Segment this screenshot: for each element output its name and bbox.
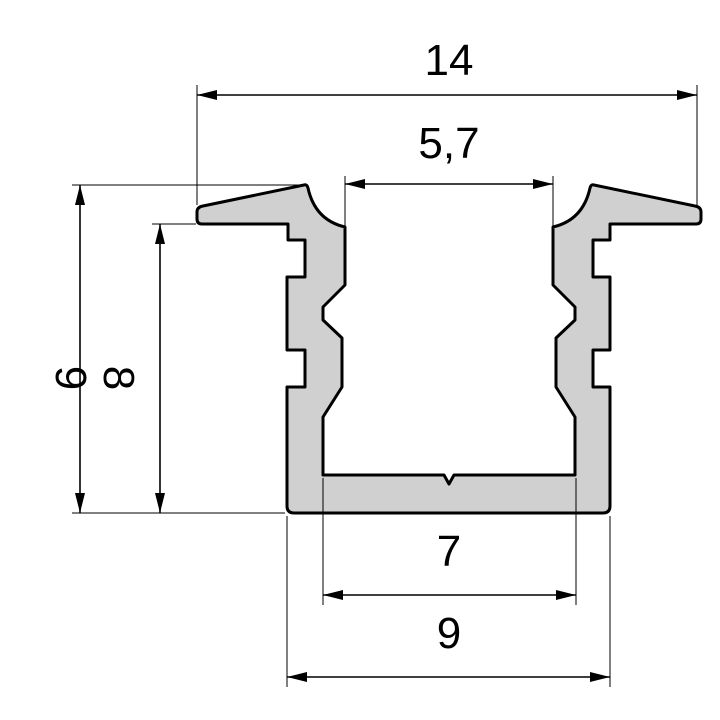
dimension-label-7: 7	[437, 527, 461, 576]
dimension-label-8: 8	[94, 366, 143, 390]
dimension-opening-width: 5,7	[344, 119, 554, 226]
dimension-label-9-width: 9	[437, 609, 461, 658]
dimension-overall-height: 9	[46, 184, 302, 514]
dimension-inner-width: 7	[322, 478, 577, 605]
aluminium-profile	[195, 183, 703, 515]
dimension-label-14: 14	[425, 36, 474, 85]
dimension-body-width: 9	[286, 516, 611, 687]
dimension-inner-height: 8	[94, 223, 196, 513]
dimension-overall-width: 14	[196, 36, 698, 205]
dimension-label-9-height: 9	[46, 366, 95, 390]
dimension-label-5-7: 5,7	[418, 119, 479, 168]
